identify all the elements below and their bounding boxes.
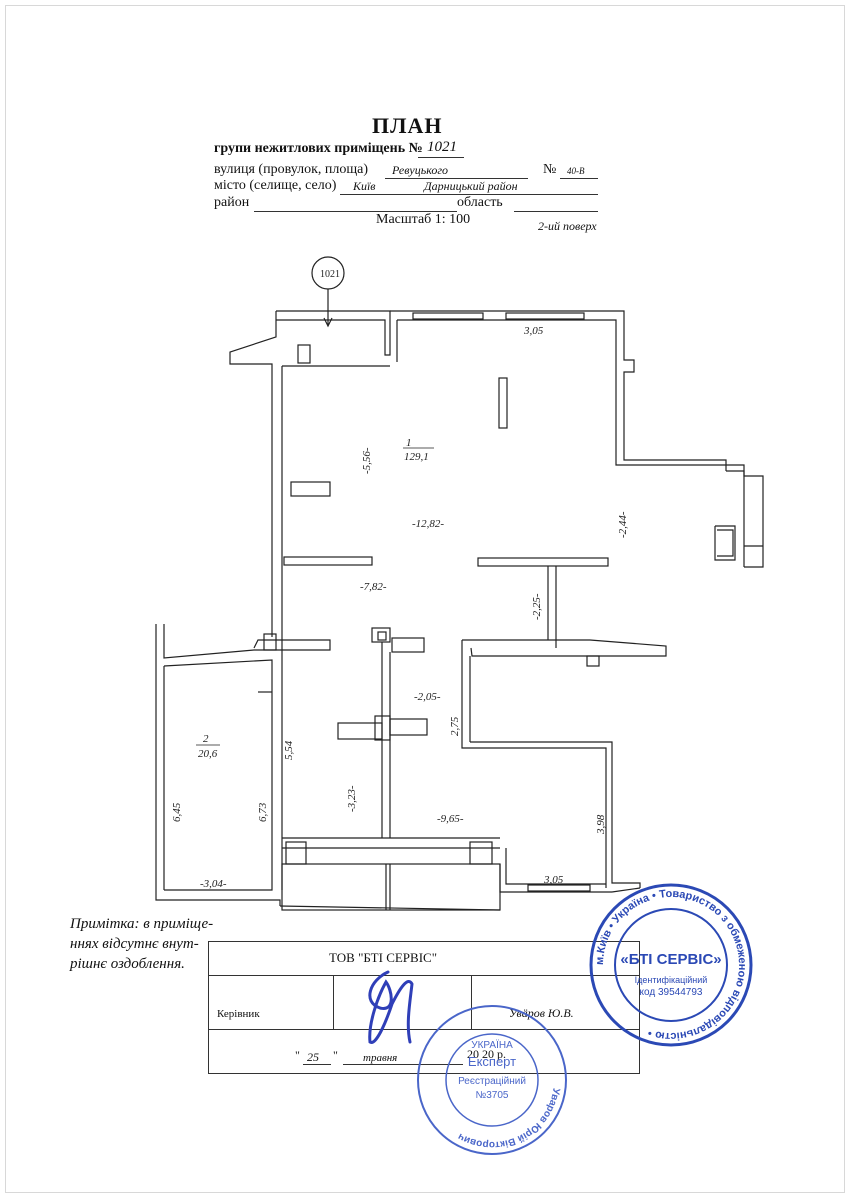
room2-number: 2 [203, 733, 209, 745]
dimension-label: 6,45 [171, 802, 183, 822]
oblast-label: область [457, 195, 503, 210]
dimension-label: 3,98 [595, 814, 607, 835]
expert-reg-label: Реєстраційний [458, 1076, 526, 1087]
expert-reg-number: №3705 [476, 1090, 509, 1101]
note-text: Примітка: в приміще-ннях відсутнє внут-р… [70, 916, 214, 972]
expert-country: УКРАЇНА [471, 1039, 513, 1051]
person-name: Увäров Ю.В. [509, 1006, 574, 1020]
house-value: 40-В [567, 166, 585, 176]
document-sheet [5, 5, 845, 1193]
room2-area: 20,6 [198, 748, 218, 760]
signature [368, 970, 414, 1044]
window [412, 312, 484, 320]
street-label: вулиця (провулок, площа) [214, 162, 369, 177]
underline [254, 211, 457, 212]
dimension-label: 5,54 [283, 740, 295, 760]
window [527, 884, 591, 892]
house-label: № [543, 162, 557, 177]
shaft [371, 627, 391, 643]
partition [498, 377, 508, 429]
dimension-label: 3,05 [523, 325, 544, 337]
room1-number: 1 [406, 437, 412, 449]
role-label: Керівник [217, 1008, 260, 1020]
company-name: ТОВ "БТІ СЕРВІС" [329, 950, 438, 965]
wall [717, 529, 734, 557]
svg-text:Уваров Юрій Вікторович: Уваров Юрій Вікторович [456, 1087, 561, 1150]
stamp-id-label: Ідентифікаційний [635, 975, 708, 985]
dimension-label: -5,56- [361, 447, 373, 474]
date-day: 25 [307, 1050, 319, 1064]
wall [163, 624, 331, 659]
scale-label: Масштаб 1: 100 [376, 212, 471, 227]
wall [726, 470, 745, 567]
group-number: 1021 [427, 139, 457, 155]
column [290, 481, 331, 497]
street-value: Ревуцького [392, 163, 449, 177]
wall [155, 624, 281, 906]
wall [461, 742, 607, 888]
stamp-id-code: код 39544793 [640, 987, 703, 998]
window [297, 344, 311, 364]
expert-name-ring: Уваров Юрій Вікторович [456, 1087, 561, 1150]
wall [229, 311, 277, 637]
date-quote-close: " [333, 1048, 338, 1062]
dimension-label: 2,75 [449, 716, 461, 736]
signature-table: ТОВ "БТІ СЕРВІС" Керівник Увäров Ю.В. " … [208, 941, 640, 1074]
underline [385, 178, 528, 179]
date-year: 20 20 р. [467, 1047, 506, 1061]
wall [276, 310, 391, 356]
partition [477, 557, 609, 567]
city-label: місто (селище, село) [214, 178, 337, 193]
window [469, 841, 493, 865]
shaft [391, 637, 425, 653]
page-title: ПЛАН [372, 113, 443, 138]
wall [714, 525, 736, 561]
dimension-label: 3,05 [543, 874, 564, 886]
underline [514, 211, 598, 212]
underline [560, 178, 598, 179]
entrance-marker-label: 1021 [320, 269, 340, 280]
city-value: Київ [353, 179, 376, 193]
company-stamp: м.Київ • Україна • Товариство з обмежено… [589, 883, 753, 1047]
dimension-label: -3,04- [200, 878, 227, 890]
window [505, 312, 585, 320]
dimension-label: -9,65- [437, 813, 464, 825]
wall [397, 319, 764, 568]
wall [462, 639, 667, 657]
dimension-label: -2,05- [414, 691, 441, 703]
stamp-title: «БТІ СЕРВІС» [620, 951, 721, 968]
dimension-label: -12,82- [412, 518, 444, 530]
district-value: Дарницький район [424, 179, 518, 193]
date-month: травня [363, 1052, 398, 1064]
group-label: групи нежитлових приміщень № [214, 141, 423, 156]
dimension-label: -3,23- [346, 785, 358, 812]
room1-area: 129,1 [404, 451, 429, 463]
underline [340, 194, 598, 195]
dimension-label: -2,44- [617, 511, 629, 538]
underline [418, 157, 464, 158]
expert-role: Експерт [468, 1054, 516, 1069]
dimension-label: -2,25- [531, 593, 543, 620]
date-quote-open: " [295, 1048, 300, 1062]
dimension-label: 6,73 [257, 802, 269, 822]
wall [470, 741, 641, 888]
wall [390, 310, 727, 471]
window [285, 841, 307, 865]
region-label: район [214, 195, 250, 210]
floor-label: 2-ий поверх [538, 219, 597, 233]
dimension-label: -7,82- [360, 581, 387, 593]
expert-stamp: Уваров Юрій Вікторович УКРАЇНА Експерт Р… [417, 1005, 567, 1155]
partition [283, 556, 373, 566]
